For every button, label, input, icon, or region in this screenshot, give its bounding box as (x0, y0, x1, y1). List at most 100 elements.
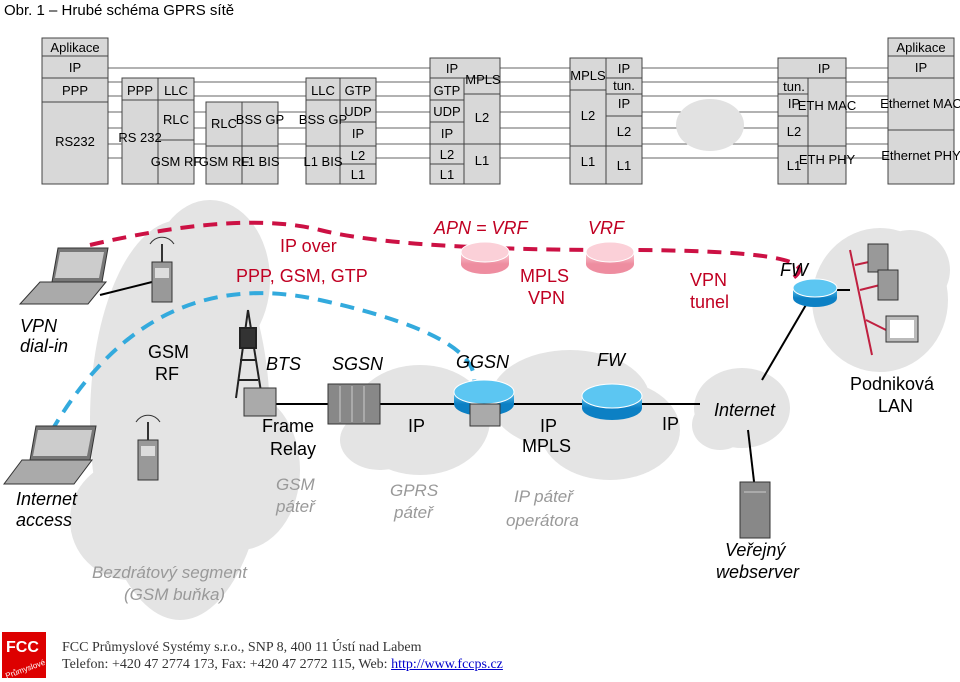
stack-cell: Ethernet PHY (881, 148, 960, 163)
wireless-cloud (70, 200, 300, 620)
label-ip2: IP (662, 414, 679, 434)
stack-cell: L1 (351, 167, 365, 182)
stack-cell: PPP (62, 83, 88, 98)
label-webserver: webserver (716, 562, 800, 582)
label-podnikova: Podniková (850, 374, 935, 394)
stack-cell: tun. (783, 79, 805, 94)
stack-cell: L1 BIS (240, 154, 279, 169)
figure-caption: Obr. 1 – Hrubé schéma GPRS sítě (4, 2, 235, 19)
label-lan: LAN (878, 396, 913, 416)
fw-lan-router-icon (792, 278, 838, 307)
webserver-icon (739, 481, 771, 539)
stack-cell: IP (915, 60, 927, 75)
label-vrf: VRF (588, 218, 625, 238)
footer-line1: FCC Průmyslové Systémy s.r.o., SNP 8, 40… (62, 640, 422, 655)
stack-cell: MPLS (570, 68, 606, 83)
bts-box-icon (243, 387, 277, 417)
vpn-dashed-path (89, 220, 802, 282)
internet-cloud (692, 368, 790, 450)
stack-cell: GTP (434, 83, 461, 98)
label-vpn-tunel-2: tunel (690, 292, 729, 312)
stack-cell: UDP (433, 104, 460, 119)
label-bezdratovy-1: Bezdrátový segment (92, 563, 248, 582)
stack-cell: IP (618, 96, 630, 111)
stack-mpls (569, 57, 643, 185)
stack-cell: GTP (345, 83, 372, 98)
stack-cell: L1 (787, 158, 801, 173)
stack-cell: L2 (787, 124, 801, 139)
stack-cell: LLC (311, 83, 335, 98)
stack-cell: L1 BIS (303, 154, 342, 169)
stack-fw (777, 57, 847, 185)
stack-cell: RS 232 (118, 130, 161, 145)
stack-cell: L1 (475, 153, 489, 168)
label-fw-top: FW (780, 260, 810, 280)
fw-router-icon (581, 383, 643, 420)
label-ip-over-2: PPP, GSM, GTP (236, 266, 368, 286)
lan-server-icon (867, 243, 899, 301)
stack-cell: BSS GP (236, 112, 284, 127)
stack-cell: BSS GP (299, 112, 347, 127)
logo-text: FCC (6, 639, 39, 656)
ggsn-router-icon (453, 379, 515, 427)
stack-cell: GSM RF (199, 154, 250, 169)
phone-icon (135, 414, 161, 481)
stack-cell: UDP (344, 104, 371, 119)
label-gprs-pater-2: páteř (393, 503, 435, 522)
label-internet-access-1: Internet (16, 489, 78, 509)
stack-cell: L2 (617, 124, 631, 139)
stack-cell: L2 (351, 148, 365, 163)
laptop-icon (18, 247, 109, 305)
label-ip-mpls-mpls: MPLS (522, 436, 571, 456)
stack-cell: tun. (613, 78, 635, 93)
label-ip-over-1: IP over (280, 236, 337, 256)
stack-cell: IP (441, 126, 453, 141)
footer-web-link[interactable]: http://www.fccps.cz (391, 657, 503, 672)
stack-cell: RLC (163, 112, 189, 127)
stack-cell: MPLS (465, 72, 501, 87)
footer-line2: Telefon: +420 47 2774 173, Fax: +420 47 … (62, 657, 503, 673)
stack-cell: Ethernet MAC (880, 96, 960, 111)
stack-cell: Aplikace (896, 40, 945, 55)
stack-cell: Aplikace (50, 40, 99, 55)
label-verejny: Veřejný (725, 540, 786, 560)
vrf-router-icon (585, 241, 635, 274)
vrf-router-icon (460, 241, 510, 274)
stack-lan (887, 37, 955, 185)
stack-bts (205, 101, 279, 185)
label-rf: RF (155, 364, 179, 384)
label-ip1: IP (408, 416, 425, 436)
lan-computer-icon (885, 315, 919, 343)
label-gsm-pater-1: GSM (276, 475, 316, 494)
phone-icon (149, 236, 175, 303)
label-bezdratovy-2: (GSM buňka) (124, 585, 225, 604)
label-vpn-tunel-1: VPN (690, 270, 727, 290)
footer-contact: Telefon: +420 47 2774 173, Fax: +420 47 … (62, 657, 392, 672)
stack-ms-rf (121, 77, 195, 185)
label-sgsn: SGSN (332, 354, 384, 374)
label-internet-access-2: access (16, 510, 72, 530)
stack-cell: ETH MAC (798, 98, 857, 113)
stack-cell: IP (69, 60, 81, 75)
stack-cell: L2 (581, 108, 595, 123)
stack-cell: L1 (617, 158, 631, 173)
bts-tower-icon (235, 309, 263, 399)
label-vpn-dialin-1: VPN (20, 316, 58, 336)
laptop-icon (3, 425, 97, 485)
label-bts: BTS (266, 354, 301, 374)
label-frame: Frame (262, 416, 314, 436)
label-apn-vrf: APN = VRF (433, 218, 529, 238)
label-gsm-pater-2: páteř (275, 497, 317, 516)
stack-cell: ETH PHY (799, 152, 856, 167)
label-vpn: VPN (528, 288, 565, 308)
label-ggsn: GGSN (456, 352, 510, 372)
label-relay: Relay (270, 439, 316, 459)
label-ip-pater-2: operátora (506, 511, 579, 530)
stack-cell: IP (446, 61, 458, 76)
stack-cell: LLC (164, 83, 188, 98)
stack-cell: IP (818, 61, 830, 76)
links (99, 279, 850, 491)
stack-cell: L1 (440, 167, 454, 182)
stack-cell: RLC (211, 116, 237, 131)
